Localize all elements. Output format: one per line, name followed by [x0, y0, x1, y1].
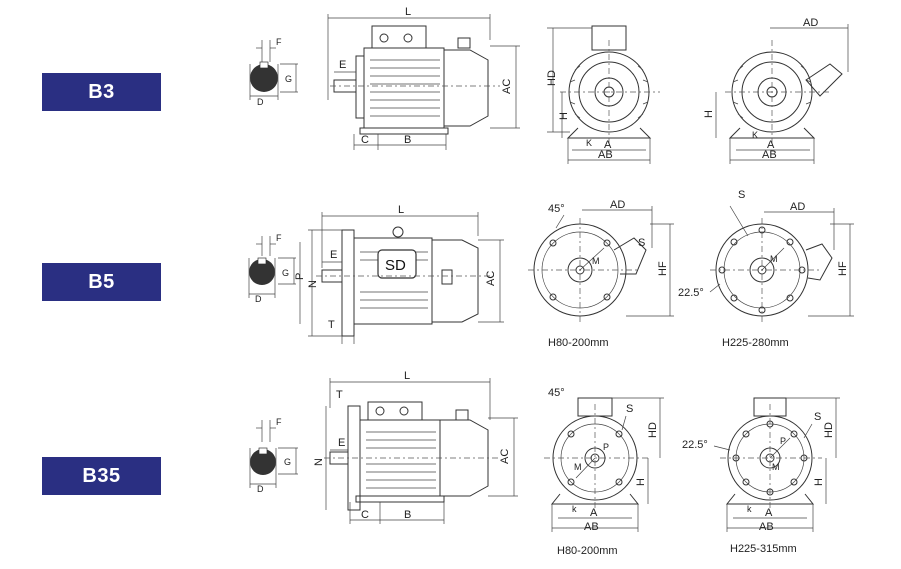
- b35-label-hd: HD: [647, 422, 659, 438]
- b5-caption-1: H80-200mm: [548, 337, 609, 349]
- b35-drawing: F G D L T E N: [249, 370, 840, 557]
- b5-label-ac: AC: [485, 271, 497, 286]
- b35-label-p2: P: [780, 436, 786, 446]
- b5-label-ad2: AD: [790, 201, 805, 213]
- b3-label-c: C: [361, 134, 369, 146]
- b35-label-hd2: HD: [823, 422, 835, 438]
- badge-b3: B3: [42, 73, 161, 111]
- b5-label-t: T: [328, 319, 335, 331]
- b35-label-s: S: [626, 403, 633, 415]
- b5-label-m2: M: [770, 254, 778, 264]
- b3-label-ad: AD: [803, 17, 818, 29]
- b35-label-e: E: [338, 437, 345, 449]
- b5-shaft-section: F G D: [248, 233, 296, 304]
- b5-label-n: N: [307, 280, 319, 288]
- badge-b5: B5: [42, 263, 161, 301]
- b35-label-f: F: [276, 417, 282, 427]
- b35-label-a2: A: [765, 507, 773, 519]
- b35-side-view: L T E N C B AC: [313, 370, 518, 524]
- badge-b35: B35: [42, 457, 161, 495]
- b3-shaft-section: F G D: [249, 37, 298, 107]
- b35-label-ac: AC: [499, 449, 511, 464]
- b35-label-s2: S: [814, 411, 821, 423]
- b35-label-45deg: 45°: [548, 387, 565, 399]
- b5-label-g: G: [282, 268, 289, 278]
- b3-drawing: F G D L E: [249, 6, 849, 164]
- b35-label-22-5deg: 22.5°: [682, 439, 708, 451]
- b35-label-n: N: [313, 458, 325, 466]
- b35-label-ab: AB: [584, 521, 599, 533]
- b3-label-f: F: [276, 37, 282, 47]
- b5-label-sd: SD: [385, 257, 406, 274]
- b3-label-h2: H: [703, 110, 715, 118]
- b35-label-a: A: [590, 507, 598, 519]
- b35-label-l: L: [404, 370, 410, 382]
- b3-label-a: A: [604, 139, 612, 151]
- b3-label-ab2: AB: [762, 149, 777, 161]
- b35-label-k: k: [572, 504, 577, 514]
- b3-label-k2: K: [752, 130, 758, 140]
- b3-label-g: G: [285, 74, 292, 84]
- b5-label-45deg: 45°: [548, 203, 565, 215]
- b35-label-p: P: [603, 442, 609, 452]
- b5-side-view: L SD N P E T AC: [294, 204, 504, 344]
- b3-side-view: L E C B AC: [327, 6, 520, 150]
- b35-shaft-section: F G D: [249, 417, 298, 494]
- b3-label-l: L: [405, 6, 411, 18]
- b5-label-e: E: [330, 249, 337, 261]
- b35-label-d: D: [257, 484, 264, 494]
- b35-label-ab2: AB: [759, 521, 774, 533]
- b5-label-m: M: [592, 256, 600, 266]
- b5-flange-view-1: M 45° AD S HF H80-200mm: [528, 199, 674, 349]
- b3-label-e: E: [339, 59, 346, 71]
- b5-label-l: L: [398, 204, 404, 216]
- b5-label-s: S: [638, 237, 645, 249]
- b35-label-c: C: [361, 509, 369, 521]
- b3-label-k: K: [586, 138, 592, 148]
- b5-label-d: D: [255, 294, 262, 304]
- b35-label-g: G: [284, 457, 291, 467]
- b3-label-b: B: [404, 134, 411, 146]
- b35-label-k2: k: [747, 504, 752, 514]
- b5-label-22-5deg: 22.5°: [678, 287, 704, 299]
- b35-label-h: H: [635, 478, 647, 486]
- b3-label-a2: A: [767, 139, 775, 151]
- b5-label-s2: S: [738, 189, 745, 201]
- b35-caption-1: H80-200mm: [557, 545, 618, 557]
- b5-drawing: F G D L SD N P E: [248, 189, 854, 349]
- b35-label-b: B: [404, 509, 411, 521]
- b5-label-f: F: [276, 233, 282, 243]
- b35-label-h2: H: [813, 478, 825, 486]
- b35-front-view-1: M P 45° S HD H k A AB H80-200mm: [544, 387, 664, 557]
- b35-label-m2: M: [772, 462, 780, 472]
- b3-front-view-2: AD H K A AB: [703, 17, 849, 164]
- b3-front-view-1: HD H K A AB: [546, 25, 660, 164]
- b5-label-hf2: HF: [837, 261, 849, 276]
- b5-label-hf: HF: [657, 261, 669, 276]
- b5-label-p: P: [294, 273, 306, 280]
- b3-label-h: H: [558, 112, 570, 120]
- b35-caption-2: H225-315mm: [730, 543, 797, 555]
- b35-front-view-2: P M 22.5° S HD H k A AB H225-315mm: [682, 397, 840, 555]
- b5-flange-view-2: M S AD HF 22.5° H225-280mm: [678, 189, 854, 349]
- b3-label-d: D: [257, 97, 264, 107]
- b35-label-m: M: [574, 462, 582, 472]
- b5-label-ad: AD: [610, 199, 625, 211]
- b35-label-t: T: [336, 389, 343, 401]
- b3-label-hd: HD: [546, 70, 558, 86]
- b3-label-ac: AC: [501, 79, 513, 94]
- b3-label-ab: AB: [598, 149, 613, 161]
- b5-caption-2: H225-280mm: [722, 337, 789, 349]
